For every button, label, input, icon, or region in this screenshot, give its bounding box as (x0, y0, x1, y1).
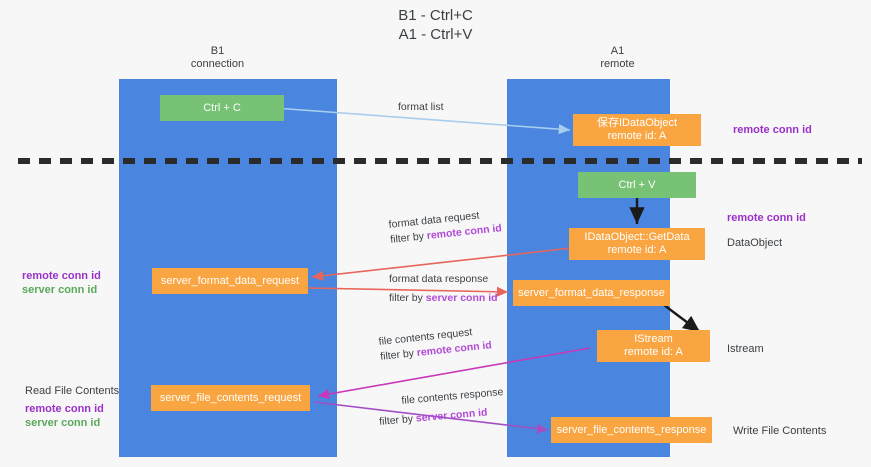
fdr-prefix: filter by (389, 230, 428, 246)
node-server-file-contents-request-label: server_file_contents_request (159, 391, 302, 404)
fdres-prefix: filter by (389, 292, 426, 304)
node-server-format-data-request[interactable]: server_format_data_request (152, 268, 308, 294)
node-ctrl-c[interactable]: Ctrl + C (160, 95, 284, 121)
node-ctrl-v[interactable]: Ctrl + V (578, 172, 696, 198)
node-server-format-data-response[interactable]: server_format_data_response (513, 280, 670, 306)
node-server-file-contents-request[interactable]: server_file_contents_request (151, 385, 310, 411)
lane-header-b1-line1: B1 (210, 45, 225, 57)
edge-label-format-list-text: format list (398, 101, 444, 113)
edge-label-format-data-response: format data response filter by server co… (389, 272, 498, 306)
node-ctrl-v-label: Ctrl + V (618, 178, 656, 191)
node-istream-line2: remote id: A (624, 346, 683, 358)
connector-response-to-istream (663, 304, 701, 333)
annotation-write-file-contents: Write File Contents (733, 425, 827, 437)
lane-header-a1-line2: remote (600, 58, 635, 70)
diagram-title: B1 - Ctrl+C A1 - Ctrl+V (0, 6, 871, 44)
annotation-left-server-conn-id-mid: server conn id (22, 284, 98, 296)
node-save-idataobject-line1: 保存IDataObject (596, 117, 678, 129)
node-server-format-data-request-label: server_format_data_request (160, 274, 300, 287)
annotation-read-file-contents: Read File Contents (25, 385, 120, 397)
title-line-1: B1 - Ctrl+C (398, 7, 473, 24)
node-save-idataobject[interactable]: 保存IDataObject remote id: A (573, 114, 701, 146)
fdres-highlight: server conn id (425, 292, 498, 304)
annotation-left-server-conn-id-bottom: server conn id (25, 417, 101, 429)
node-istream[interactable]: IStream remote id: A (597, 330, 710, 362)
connector-format-list (274, 107, 571, 135)
node-save-idataobject-line2: remote id: A (607, 130, 667, 142)
node-server-file-contents-response-label: server_file_contents_response (556, 423, 707, 436)
node-server-format-data-response-label: server_format_data_response (518, 286, 665, 299)
node-ctrl-c-label: Ctrl + C (203, 101, 241, 114)
lane-header-b1: B1 connection (150, 45, 285, 71)
node-idataobject-getdata-line1: IDataObject::GetData (584, 231, 690, 243)
annotation-left-remote-conn-id-bottom: remote conn id (25, 403, 104, 415)
edge-label-format-data-response-line1: format data response (389, 273, 489, 285)
node-idataobject-getdata[interactable]: IDataObject::GetData remote id: A (569, 228, 705, 260)
annotation-dataobject: DataObject (727, 237, 783, 249)
title-line-2: A1 - Ctrl+V (398, 26, 473, 43)
edge-label-format-data-response-line2: filter by server conn id (389, 291, 498, 306)
connector-file-contents-request (317, 347, 591, 400)
lane-header-a1-line1: A1 (610, 45, 625, 57)
annotation-left-remote-conn-id-mid: remote conn id (22, 270, 101, 282)
node-istream-line1: IStream (634, 333, 673, 345)
connector-format-data-response (307, 286, 509, 297)
fcres-prefix: filter by (378, 412, 417, 428)
connector-file-contents-response (313, 401, 549, 434)
connector-format-data-request (311, 247, 573, 281)
annotation-remote-conn-id-top: remote conn id (733, 124, 812, 136)
node-idataobject-getdata-line2: remote id: A (607, 244, 667, 256)
node-server-file-contents-response[interactable]: server_file_contents_response (551, 417, 712, 443)
annotation-istream: Istream (727, 343, 764, 355)
edge-label-format-list: format list (398, 100, 444, 115)
fcr-prefix: filter by (379, 347, 418, 363)
annotation-remote-conn-id-mid: remote conn id (727, 212, 806, 224)
lane-header-a1: A1 remote (550, 45, 685, 71)
lane-header-b1-line2: connection (190, 58, 245, 70)
